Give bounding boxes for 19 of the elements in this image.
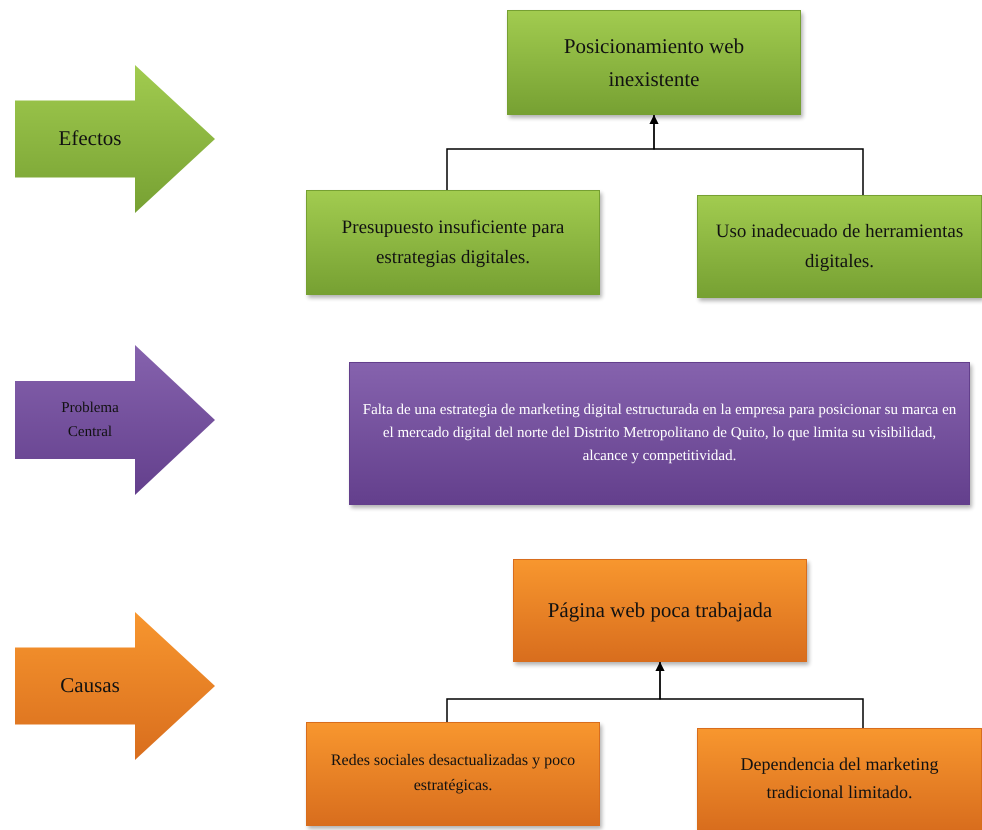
node-label: Dependencia del marketing tradicional limitado.: [740, 753, 940, 804]
text-box: [507, 10, 801, 115]
text-box: [697, 728, 982, 830]
node-label: Presupuesto insuficiente para estrategias digitales.: [340, 216, 566, 270]
node-label: Causas: [59, 672, 121, 700]
text-box: [349, 362, 970, 505]
node-label: Página web poca trabajada: [548, 597, 772, 624]
node-label: Uso inadecuado de herramientas digitales.: [714, 220, 964, 274]
text-box: [697, 195, 982, 298]
text-box: [306, 190, 600, 295]
connector-arrow: [650, 115, 864, 195]
connector-arrow: [656, 662, 864, 728]
node-label: Problema Central: [60, 399, 120, 442]
node-label: Redes sociales desactualizadas y poco estratégicas.: [330, 751, 576, 796]
text-box: [513, 559, 807, 662]
node-label: Falta de una estrategia de marketing digital estructurada en la empresa para posicionar su marca en el mercado digital del norte del Distrito Metropolitano de Quito, lo que limita su visibilidad, alcance y competitividad.: [362, 400, 957, 466]
text-box: [306, 722, 600, 826]
node-label: Posicionamiento web inexistente: [562, 32, 746, 92]
node-label: Efectos: [58, 125, 122, 152]
